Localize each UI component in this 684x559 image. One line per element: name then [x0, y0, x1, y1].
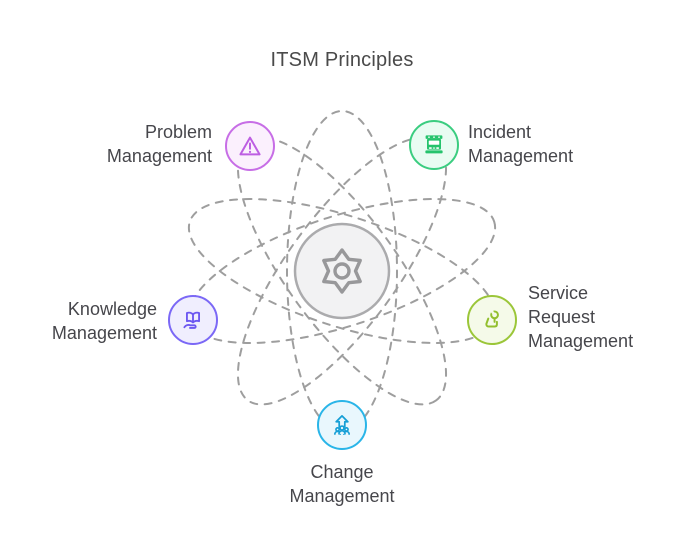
label-service-request-management: Service Request Management [528, 281, 633, 353]
node-service-request-management [467, 295, 517, 345]
wrench-person-icon [485, 310, 499, 328]
node-knowledge-management [168, 295, 218, 345]
label-problem-management: Problem Management [107, 120, 212, 168]
label-knowledge-management: Knowledge Management [52, 297, 157, 345]
orbit-ellipses [187, 110, 497, 432]
label-line: Management [289, 486, 395, 506]
label-line: Management [528, 331, 634, 351]
warning-triangle-icon [239, 136, 261, 156]
label-line: Problem [144, 122, 212, 142]
center-circle-ring [293, 222, 391, 320]
orbit-ellipse [236, 136, 448, 406]
gear-icon [322, 248, 362, 294]
label-line: Incident [468, 122, 532, 142]
page-title: ITSM Principles [270, 49, 414, 71]
book-hand-icon [183, 311, 200, 329]
node-problem-management [225, 121, 275, 171]
label-line: Knowledge [67, 299, 157, 319]
label-line: Request [528, 307, 596, 327]
people-arrow-icon [334, 415, 350, 435]
label-line: Change [310, 462, 374, 482]
label-incident-management: Incident Management [468, 120, 573, 168]
truck-icon [425, 135, 443, 154]
label-line: Service [528, 283, 589, 303]
label-change-management: Change Management [242, 460, 442, 508]
node-incident-management [409, 120, 459, 170]
label-line: Management [468, 146, 574, 166]
label-line: Management [106, 146, 212, 166]
orbit-ellipse [187, 198, 497, 344]
label-line: Management [51, 323, 157, 343]
node-change-management [317, 400, 367, 450]
